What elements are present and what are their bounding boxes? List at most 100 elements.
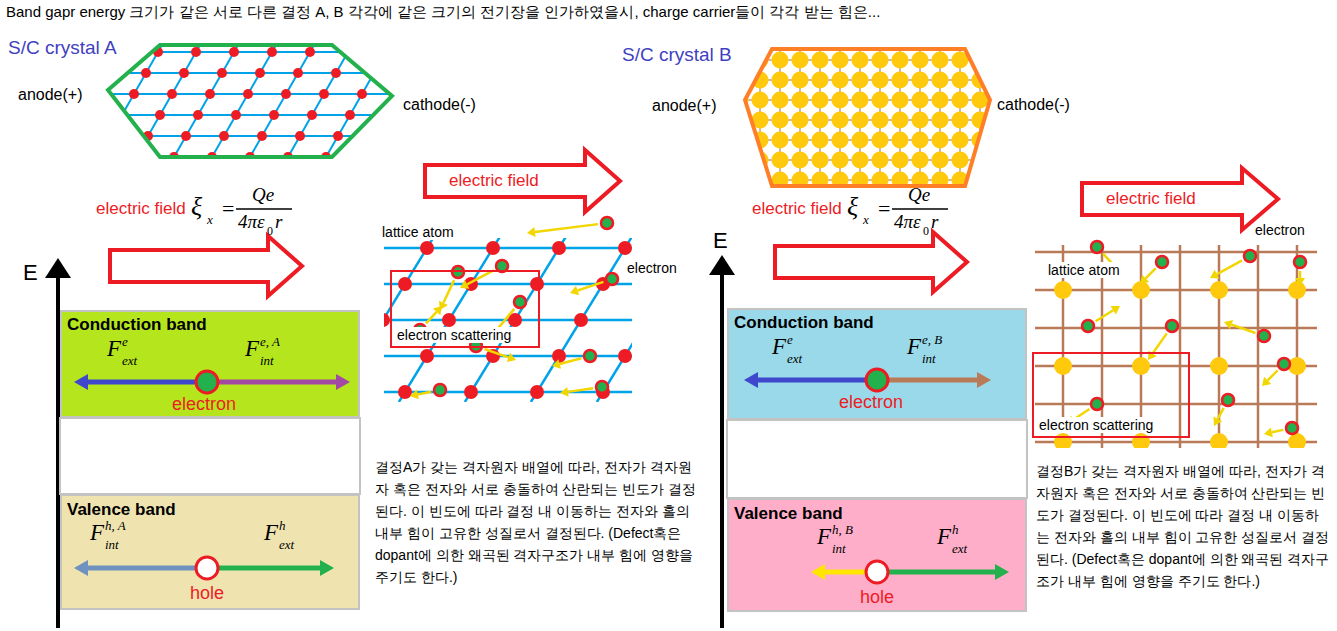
lattice-atom: [772, 132, 789, 149]
lattice-atom: [381, 47, 391, 57]
lattice-line: [129, 30, 209, 170]
scatter-arrow-head: [560, 387, 569, 397]
lattice-atom: [257, 131, 267, 141]
valence-band: Valence bandFh, BintFhexthole: [727, 498, 1027, 612]
field-arrow: [1082, 168, 1278, 230]
crystal-name: S/C crystal A: [8, 37, 117, 59]
force-arrow-head: [74, 560, 88, 576]
lattice-atom: [952, 132, 969, 149]
force-subscript: ext: [787, 352, 802, 367]
lattice-atom: [420, 349, 434, 363]
lattice-line: [735, 39, 1000, 41]
energy-axis-head: [45, 258, 71, 278]
electron-scatter: [410, 217, 618, 399]
force-arrow-head: [336, 374, 350, 390]
lattice-atom: [992, 32, 1009, 49]
scatter-arrow-shaft: [418, 392, 431, 395]
force-superscript: e: [122, 335, 128, 350]
lattice-atom: [992, 172, 1009, 189]
electrode-label: anode(+): [18, 86, 83, 104]
lattice-detail: [384, 238, 632, 402]
lattice-atom: [812, 72, 829, 89]
lattice-atom: [1054, 281, 1072, 299]
lattice-atom: [932, 72, 949, 89]
lattice-atom: [435, 152, 445, 162]
lattice-atom: [103, 68, 113, 78]
lattice-atom: [732, 172, 749, 189]
force-superscript: h, A: [105, 519, 126, 534]
scatter-arrow-shaft: [1218, 408, 1224, 419]
lattice-atom: [992, 72, 1009, 89]
lattice-atom: [530, 277, 544, 291]
lattice-atom: [832, 32, 849, 49]
lattice-atom: [345, 110, 355, 120]
crystal-outline: [745, 49, 990, 186]
lattice-atom: [892, 112, 909, 129]
lattice-atom: [872, 72, 889, 89]
lattice-line: [465, 238, 566, 402]
lattice-atom: [892, 32, 909, 49]
lattice-atom: [1054, 433, 1072, 448]
lattice-atom: [530, 385, 544, 399]
formula-symbol: =: [222, 196, 234, 221]
part-label: lattice atom: [1046, 262, 1122, 278]
band-name: Conduction band: [67, 315, 207, 335]
field-label: electric field: [752, 199, 842, 219]
formula-denominator: r: [275, 211, 282, 233]
lattice-atom: [191, 47, 201, 57]
electron-dot: [1286, 422, 1298, 434]
formula-subscript: 0: [267, 225, 273, 239]
lattice-line: [1296, 245, 1299, 448]
electron-dot: [601, 217, 613, 229]
electron-dot: [1244, 250, 1256, 262]
scattering-box: electron scattering: [390, 270, 540, 348]
scattering-label: electron scattering: [1037, 417, 1155, 433]
force-superscript: h: [279, 519, 286, 534]
electrode-label: cathode(-): [997, 96, 1070, 114]
force-superscript: e: [787, 333, 793, 348]
conduction-band: Conduction bandFeextFe, Aintelectron: [60, 310, 360, 418]
lattice-atom: [992, 112, 1009, 129]
lattice-atom: [912, 92, 929, 109]
lattice-atom: [972, 32, 989, 49]
scatter-arrow-shaft: [568, 388, 593, 392]
lattice-atom: [483, 68, 493, 78]
lattice-atom: [407, 68, 417, 78]
force-subscript: ext: [122, 354, 137, 369]
lattice-line: [1035, 251, 1317, 254]
lattice-atom: [832, 152, 849, 169]
lattice-line: [281, 30, 361, 170]
axis-label: E: [713, 228, 728, 253]
lattice-atom: [79, 110, 89, 120]
lattice-atom: [812, 152, 829, 169]
energy-axis: [720, 270, 724, 628]
lattice-atom: [267, 47, 277, 57]
lattice-atom: [852, 72, 869, 89]
crystal-lattice: [732, 32, 1009, 196]
force-arrow-head: [995, 564, 1009, 580]
scatter-arrow-head: [1213, 417, 1222, 426]
lattice-atom: [892, 92, 909, 109]
lattice-atom: [333, 131, 343, 141]
scatter-arrow-head: [570, 286, 579, 295]
lattice-atom: [872, 152, 889, 169]
lattice-atom: [93, 152, 103, 162]
lattice-atom: [792, 72, 809, 89]
force-symbol: F: [772, 334, 786, 360]
electrode-label: cathode(-): [403, 96, 476, 114]
lattice-atom: [932, 32, 949, 49]
lattice-line: [95, 72, 400, 74]
lattice-atom: [91, 89, 101, 99]
force-arrow-shaft: [758, 378, 865, 383]
force-superscript: h: [952, 523, 959, 538]
lattice-atom: [812, 132, 829, 149]
formula-subscript: x: [863, 213, 869, 228]
lattice-atom: [331, 68, 341, 78]
lattice-atom: [574, 313, 588, 327]
lattice-line: [739, 40, 741, 195]
lattice-atom: [0, 131, 1, 141]
lattice-atom: [293, 68, 303, 78]
lattice-atom: [932, 52, 949, 69]
lattice-atom: [932, 112, 949, 129]
field-arrow: [110, 236, 302, 296]
